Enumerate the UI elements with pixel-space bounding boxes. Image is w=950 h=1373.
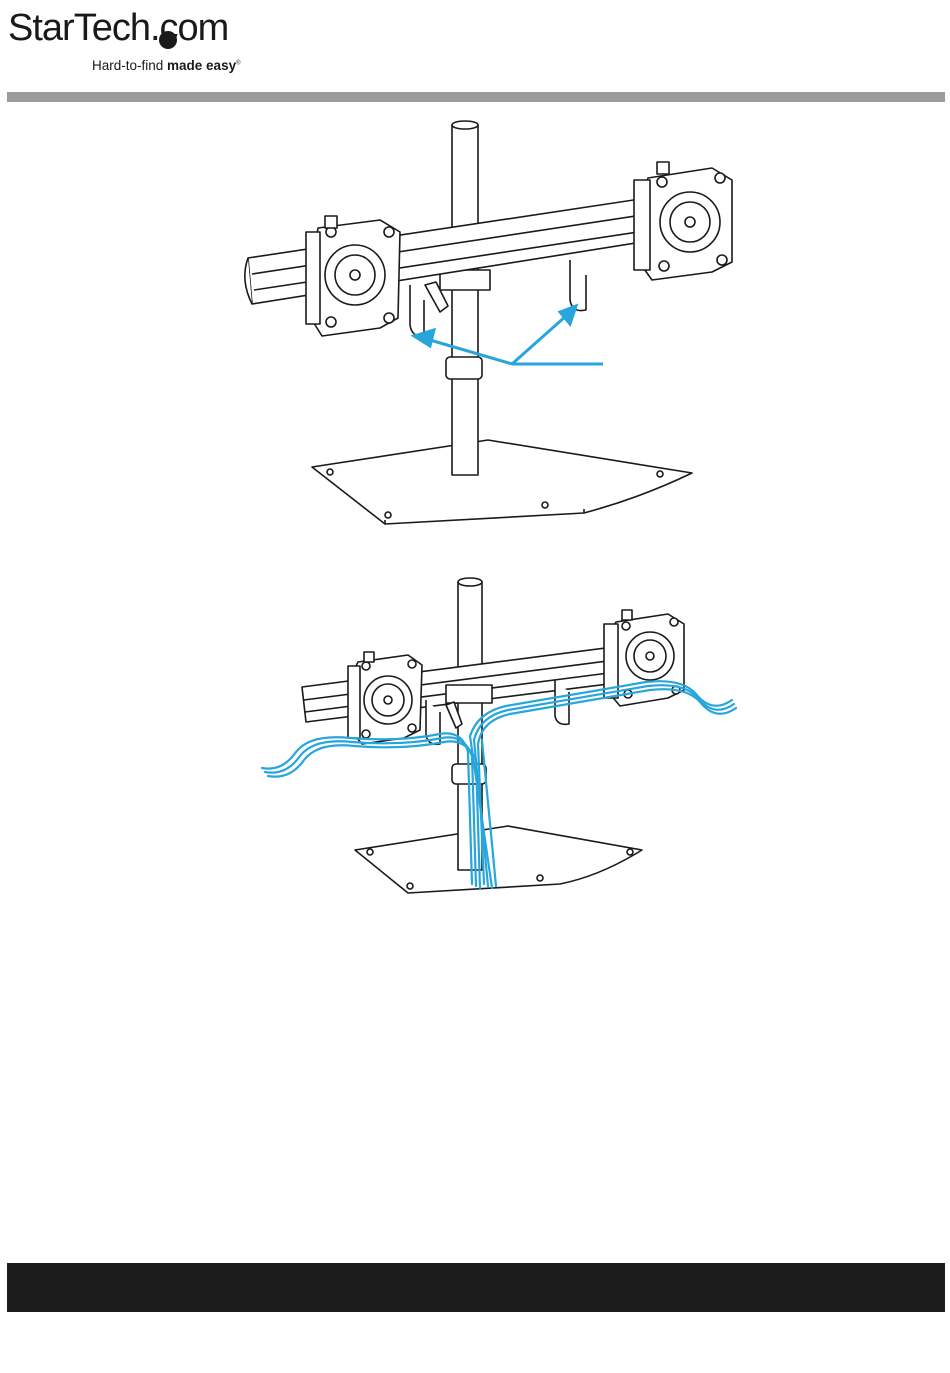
logo-wordmark: StarTech.com xyxy=(8,6,228,50)
figure-cable-hooks xyxy=(0,115,950,535)
logo-tagline: Hard-to-find made easy® xyxy=(92,58,241,73)
tagline-light: Hard-to-find xyxy=(92,58,167,73)
startech-logo: StarTech.com Hard-to-find made easy® xyxy=(8,6,258,76)
tagline-bold: made easy xyxy=(167,58,236,73)
header-rule xyxy=(7,92,945,102)
figure-cable-routing xyxy=(0,575,950,905)
logo-dot-icon xyxy=(158,30,178,50)
footer-bar xyxy=(7,1263,945,1312)
logo-text-left: StarTech xyxy=(8,7,150,49)
registered-mark: ® xyxy=(236,61,240,67)
